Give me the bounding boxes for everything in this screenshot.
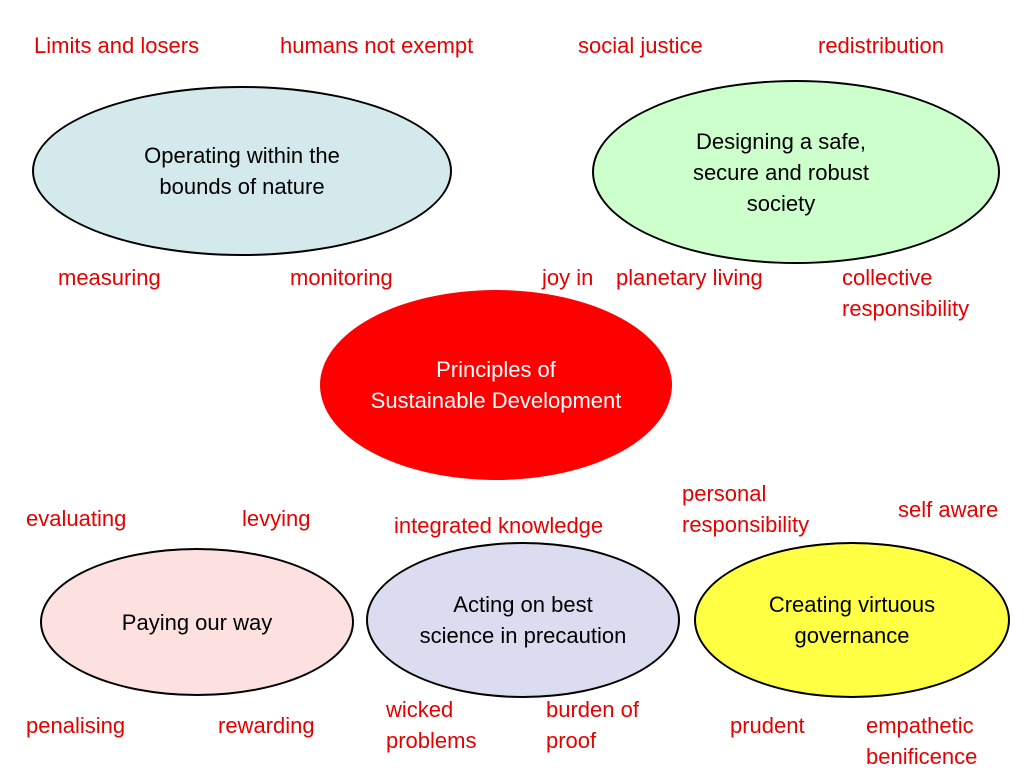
label-redistribution: redistribution	[818, 33, 944, 58]
center-text: Principles of Sustainable Development	[370, 357, 622, 413]
paying-ellipse: Paying our way	[40, 548, 354, 696]
label-levying: levying	[242, 506, 311, 531]
label-limits-and-losers: Limits and losers	[34, 33, 200, 58]
society-text: Designing a safe, secure and robust soci…	[692, 128, 870, 216]
center-ellipse: Principles of Sustainable Development	[320, 290, 672, 480]
label-collective-responsibility: collective responsibility	[842, 265, 970, 321]
label-personal-responsibility: personal responsibility	[682, 481, 810, 537]
governance-text: Creating virtuous governance	[768, 592, 936, 648]
nature-ellipse: Operating within the bounds of nature	[32, 86, 452, 256]
label-social-justice: social justice	[578, 33, 703, 58]
label-self-aware: self aware	[898, 497, 999, 522]
label-joy-in: joy in	[542, 265, 594, 290]
label-rewarding: rewarding	[218, 713, 315, 738]
label-monitoring: monitoring	[290, 265, 393, 290]
label-planetary-living: planetary living	[616, 265, 763, 290]
paying-text: Paying our way	[121, 609, 273, 635]
society-ellipse: Designing a safe, secure and robust soci…	[592, 80, 1000, 264]
science-text: Acting on best science in precaution	[419, 592, 627, 648]
label-humans-not-exempt: humans not exempt	[280, 33, 474, 58]
label-burden-of-proof: burden of proof	[546, 697, 639, 753]
label-prudent: prudent	[730, 713, 805, 738]
label-evaluating: evaluating	[26, 506, 127, 531]
nature-text: Operating within the bounds of nature	[144, 143, 340, 199]
label-measuring: measuring	[58, 265, 161, 290]
governance-ellipse: Creating virtuous governance	[694, 542, 1010, 698]
label-integrated-knowledge: integrated knowledge	[394, 513, 604, 538]
label-wicked-problems: wicked problems	[386, 697, 477, 753]
label-empathetic-benificence: empathetic benificence	[866, 713, 978, 769]
label-penalising: penalising	[26, 713, 126, 738]
science-ellipse: Acting on best science in precaution	[366, 542, 680, 698]
